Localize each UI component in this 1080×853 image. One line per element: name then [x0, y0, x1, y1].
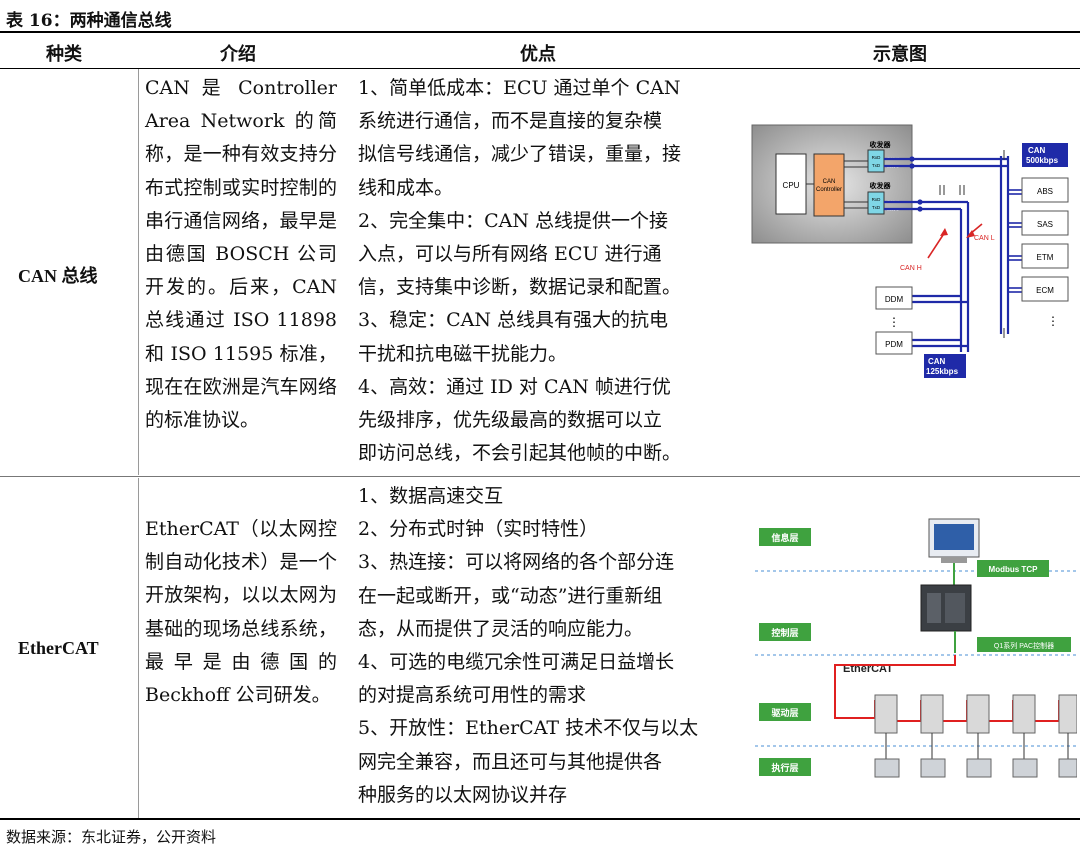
- svg-text:ABS: ABS: [1037, 187, 1053, 196]
- can-intro: CAN 是 Controller Area Network 的简称，是一种有效支…: [145, 77, 337, 432]
- cpu-box: [775, 153, 807, 215]
- modbus-tag: [977, 560, 1049, 577]
- adv-line: 在一起或断开，或“动态”进行重新组: [358, 584, 663, 607]
- servo-motors: [874, 758, 1077, 778]
- layer-exec-tag: [759, 758, 811, 776]
- header-advantages: 优点: [520, 44, 556, 65]
- adv-line: 系统进行通信，而不是直接的复杂模: [358, 110, 663, 133]
- layer-control-tag: [759, 623, 811, 641]
- svg-text:信息层: 信息层: [771, 532, 798, 543]
- bus-500-tag: [1022, 143, 1068, 167]
- pac-tag: [977, 637, 1071, 652]
- adv-line: 种服务的以太网协议并存: [358, 783, 568, 806]
- adv-line: 干扰和抗电磁干扰能力。: [358, 342, 568, 365]
- svg-text:RxD: RxD: [872, 155, 881, 160]
- can-h-label: CAN H: [900, 265, 922, 272]
- svg-text:ECM: ECM: [1036, 286, 1054, 295]
- node-abs: [1021, 177, 1069, 203]
- row-type-can: CAN 总线: [18, 266, 98, 286]
- node-etm: [1021, 243, 1069, 269]
- source-note: 数据来源：东北证券，公开资料: [6, 828, 217, 846]
- table-bottom-rule: [0, 818, 1080, 820]
- header-intro: 介绍: [220, 44, 256, 65]
- svg-text:CAN: CAN: [928, 357, 946, 366]
- svg-text:125kbps: 125kbps: [926, 367, 959, 376]
- adv-line: 先级排序，优先级最高的数据可以立: [358, 409, 663, 432]
- transceiver-label-2: 收发器: [870, 181, 892, 190]
- node-pdm: [875, 331, 913, 355]
- node-ecm: [1021, 276, 1069, 302]
- node-sas: [1021, 210, 1069, 236]
- transceiver-box-2: [867, 191, 885, 215]
- bus-500-stubs: [1008, 189, 1022, 293]
- can-l-label: CAN L: [974, 235, 995, 242]
- svg-text:DDM: DDM: [885, 295, 904, 304]
- row-separator: [0, 476, 1080, 477]
- adv-line: 2、完全集中：CAN 总线提供一个接: [358, 209, 669, 232]
- row-type-ethercat: EtherCAT: [18, 638, 99, 658]
- adv-line: 2、分布式时钟（实时特性）: [358, 518, 599, 541]
- header-diagram: 示意图: [873, 44, 927, 65]
- svg-text:PDM: PDM: [885, 340, 903, 349]
- can-bus-diagram: CPU CAN Controller 收发器 RxD TxD 收发器 RxD T…: [751, 124, 1069, 378]
- svg-text:驱动层: 驱动层: [771, 708, 798, 718]
- svg-text:CAN: CAN: [1028, 146, 1046, 155]
- bus-125-tag: [924, 354, 966, 378]
- header-rule: [0, 68, 1080, 69]
- layer-info-tag: [759, 528, 811, 546]
- adv-line: 3、热连接：可以将网络的各个部分连: [358, 551, 675, 574]
- ethercat-intro: EtherCAT（以太网控制自动化技术）是一个开放架构，以以太网为基础的现场总线…: [145, 518, 337, 707]
- adv-line: 的对提高系统可用性的需求: [358, 684, 587, 707]
- adv-line: 4、高效：通过 ID 对 CAN 帧进行优: [358, 375, 671, 398]
- ethercat-diagram: 信息层 控制层 驱动层 执行层 Modbus TCP Q1系列 PAC控制器 E…: [755, 518, 1077, 778]
- adv-line: 即访问总线，不会引起其他帧的中断。: [358, 442, 682, 465]
- adv-line: 5、开放性：EtherCAT 技术不仅与以太: [358, 717, 699, 740]
- layer-tags: 信息层 控制层 驱动层 执行层: [759, 528, 811, 776]
- adv-line: 入点，可以与所有网络 ECU 进行通: [358, 243, 662, 266]
- adv-line: 线和成本。: [358, 176, 454, 199]
- adv-line: 网完全兼容，而且还可与其他提供各: [358, 750, 663, 773]
- ethercat-cable: [834, 655, 1073, 722]
- controller-label-1: CAN: [823, 179, 836, 185]
- table-caption: 表 16：两种通信总线: [6, 11, 172, 31]
- adv-line: 1、简单低成本：ECU 通过单个 CAN: [358, 77, 681, 99]
- transceiver-box-1: [867, 149, 885, 173]
- svg-text:控制层: 控制层: [771, 627, 798, 638]
- cpu-label: CPU: [783, 181, 800, 190]
- svg-text:Q1系列 PAC控制器: Q1系列 PAC控制器: [994, 641, 1054, 650]
- svg-text:SAS: SAS: [1037, 220, 1053, 229]
- can-h-arrow: [927, 231, 946, 259]
- svg-text:RxD: RxD: [872, 197, 881, 202]
- adv-line: 信，支持集中诊断，数据记录和配置。: [358, 276, 682, 299]
- layer-drive-tag: [759, 703, 811, 721]
- svg-text:Modbus TCP: Modbus TCP: [989, 565, 1039, 574]
- col-divider: [138, 478, 139, 818]
- servo-drives: [874, 694, 1077, 734]
- controller-label-2: Controller: [816, 187, 842, 193]
- adv-line: 1、数据高速交互: [358, 485, 504, 507]
- bus-125-lines: [884, 200, 970, 352]
- can-advantages: 1、简单低成本：ECU 通过单个 CAN 系统进行通信，而不是直接的复杂模 拟信…: [358, 72, 730, 470]
- more-nodes-right: ⋮: [1047, 314, 1059, 328]
- bus-500-lines: [884, 156, 1010, 334]
- adv-line: 4、可选的电缆冗余性可满足日益增长: [358, 651, 675, 674]
- transceiver-label-1: 收发器: [870, 140, 892, 149]
- ethercat-advantages: 1、数据高速交互 2、分布式时钟（实时特性） 3、热连接：可以将网络的各个部分连…: [358, 480, 730, 812]
- table-top-rule: [0, 31, 1080, 33]
- adv-line: 3、稳定：CAN 总线具有强大的抗电: [358, 309, 669, 332]
- svg-text:500kbps: 500kbps: [1026, 156, 1059, 165]
- can-controller-box: [813, 153, 845, 217]
- node-ddm: [875, 286, 913, 310]
- svg-text:TxD: TxD: [872, 163, 881, 168]
- svg-text:执行层: 执行层: [771, 762, 798, 773]
- more-nodes-left: ⋮: [888, 315, 900, 329]
- adv-line: 拟信号线通信，减少了错误，重量，接: [358, 143, 682, 166]
- svg-text:ETM: ETM: [1037, 253, 1054, 262]
- adv-line: 态，从而提供了灵活的响应能力。: [358, 617, 644, 640]
- svg-text:TxD: TxD: [872, 205, 881, 210]
- header-type: 种类: [46, 44, 82, 65]
- col-divider: [138, 69, 139, 475]
